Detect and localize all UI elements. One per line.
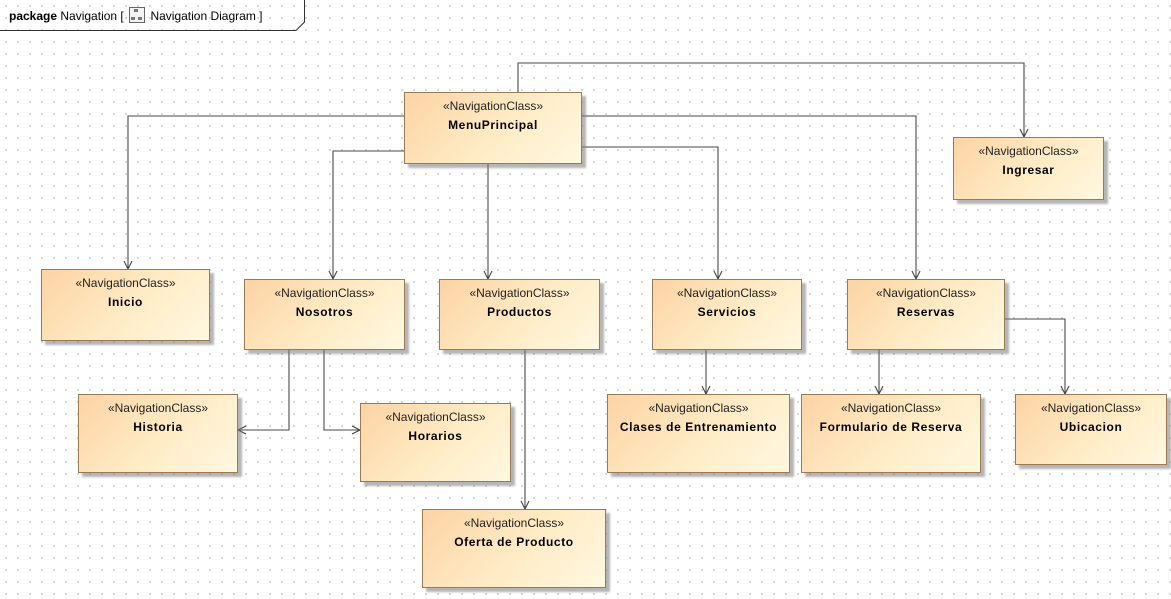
node-nosotros[interactable]: «NavigationClass» Nosotros	[244, 279, 405, 350]
package-keyword: package	[9, 9, 58, 23]
node-name: Nosotros	[295, 305, 354, 319]
node-servicios[interactable]: «NavigationClass» Servicios	[652, 279, 802, 350]
node-name: Ingresar	[1002, 163, 1055, 177]
node-productos[interactable]: «NavigationClass» Productos	[439, 279, 600, 350]
node-name: Ubicacion	[1059, 420, 1123, 434]
node-ubicacion[interactable]: «NavigationClass» Ubicacion	[1015, 394, 1167, 465]
stereotype-label: «NavigationClass»	[469, 286, 570, 300]
stereotype-label: «NavigationClass»	[75, 276, 176, 290]
node-clases[interactable]: «NavigationClass» Clases de Entrenamient…	[607, 394, 790, 473]
node-name: Servicios	[697, 305, 757, 319]
edge-menuprincipal-servicios	[582, 146, 718, 279]
frame-title: package Navigation [ Navigation Diagram …	[9, 7, 263, 23]
stereotype-label: «NavigationClass»	[648, 401, 749, 415]
package-name: Navigation	[60, 9, 118, 23]
stereotype-label: «NavigationClass»	[463, 516, 565, 530]
edge-nosotros-horarios	[323, 350, 360, 430]
node-historia[interactable]: «NavigationClass» Historia	[78, 394, 238, 473]
stereotype-label: «NavigationClass»	[840, 401, 942, 415]
stereotype-label: «NavigationClass»	[442, 99, 544, 113]
edge-menuprincipal-ingresar	[517, 62, 1024, 137]
diagram-label[interactable]: Navigation Diagram	[150, 9, 256, 23]
node-reservas[interactable]: «NavigationClass» Reservas	[847, 279, 1005, 350]
node-name: Formulario de Reserva	[819, 420, 963, 434]
edge-menuprincipal-reservas	[582, 115, 916, 279]
node-horarios[interactable]: «NavigationClass» Horarios	[360, 403, 511, 482]
node-name: Clases de Entrenamiento	[619, 420, 778, 434]
stereotype-label: «NavigationClass»	[978, 144, 1079, 158]
class-diagram-icon	[129, 7, 146, 23]
frame-tab-outline	[0, 0, 305, 31]
node-oferta[interactable]: «NavigationClass» Oferta de Producto	[422, 509, 606, 588]
package-frame-tab: package Navigation [ Navigation Diagram …	[0, 0, 305, 31]
edge-nosotros-historia	[238, 350, 290, 430]
node-name: Productos	[487, 305, 552, 319]
stereotype-label: «NavigationClass»	[1040, 401, 1142, 415]
node-menuprincipal[interactable]: «NavigationClass» MenuPrincipal	[404, 92, 582, 164]
stereotype-label: «NavigationClass»	[875, 286, 977, 300]
node-name: Oferta de Producto	[454, 535, 574, 549]
node-formulario[interactable]: «NavigationClass» Formulario de Reserva	[801, 394, 981, 473]
node-name: Inicio	[108, 295, 143, 309]
node-name: Historia	[133, 420, 183, 434]
edge-reservas-ubicacion	[1005, 318, 1065, 394]
stereotype-label: «NavigationClass»	[107, 401, 209, 415]
node-name: Reservas	[896, 305, 956, 319]
stereotype-label: «NavigationClass»	[385, 410, 486, 424]
stereotype-label: «NavigationClass»	[676, 286, 778, 300]
node-name: Horarios	[408, 429, 463, 443]
edge-menuprincipal-inicio	[128, 115, 404, 269]
edge-menuprincipal-nosotros	[333, 150, 404, 279]
stereotype-label: «NavigationClass»	[274, 286, 375, 300]
node-ingresar[interactable]: «NavigationClass» Ingresar	[953, 137, 1104, 200]
node-name: MenuPrincipal	[448, 118, 538, 132]
node-inicio[interactable]: «NavigationClass» Inicio	[41, 269, 210, 341]
